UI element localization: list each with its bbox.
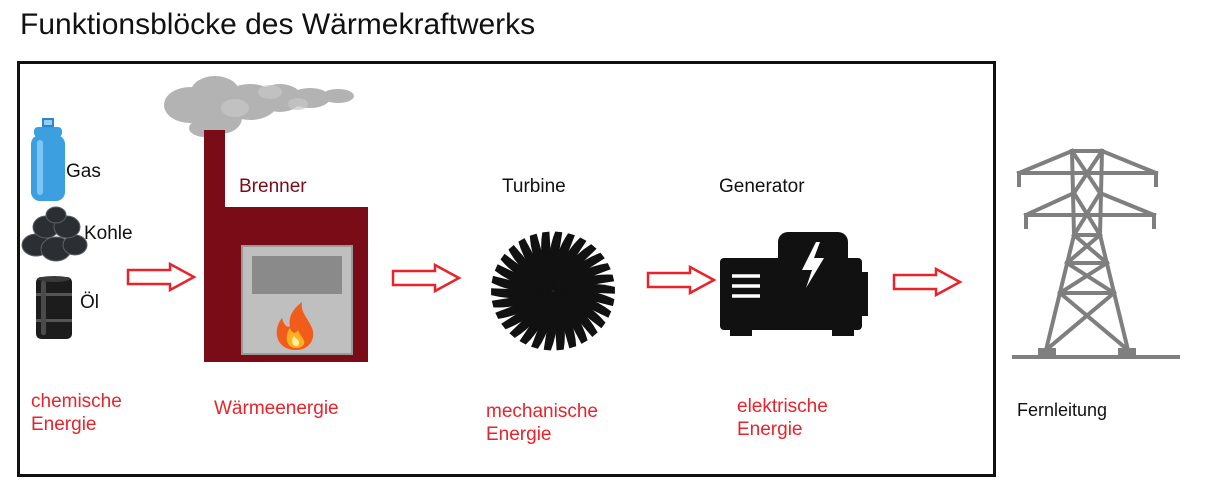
heat-energy-label: Wärmeenergie — [214, 398, 339, 419]
transmission-line-label: Fernleitung — [1017, 400, 1108, 420]
gas-cylinder-icon — [31, 118, 65, 201]
power-pylon-icon — [1012, 148, 1180, 359]
electrical-energy-label: elektrische Energie — [737, 396, 828, 440]
coal-label: Kohle — [84, 223, 133, 244]
burner-label: Brenner — [239, 176, 307, 197]
flame-icon — [276, 302, 314, 350]
turbine-blade — [553, 289, 615, 307]
generator-label: Generator — [719, 176, 805, 197]
coal-icon — [21, 206, 88, 262]
gas-label: Gas — [66, 161, 101, 182]
arrow-right-icon — [391, 262, 462, 294]
turbine-label: Turbine — [502, 176, 566, 197]
mechanical-energy-label: mechanische Energie — [486, 401, 598, 445]
burner-plant-icon — [204, 130, 368, 362]
diagram-title: Funktionsblöcke des Wärmekraftwerks — [20, 8, 536, 41]
power-plant-frame — [17, 61, 996, 477]
chemical-energy-label: chemische Energie — [31, 391, 122, 435]
arrow-right-icon — [646, 264, 717, 296]
oil-barrel-icon — [36, 276, 72, 339]
oil-label: Öl — [80, 292, 99, 313]
smoke-cloud-icon — [164, 76, 354, 137]
arrow-right-icon — [126, 261, 197, 293]
turbine-icon — [491, 231, 615, 351]
generator-icon — [720, 232, 868, 336]
arrow-right-icon — [892, 266, 963, 298]
